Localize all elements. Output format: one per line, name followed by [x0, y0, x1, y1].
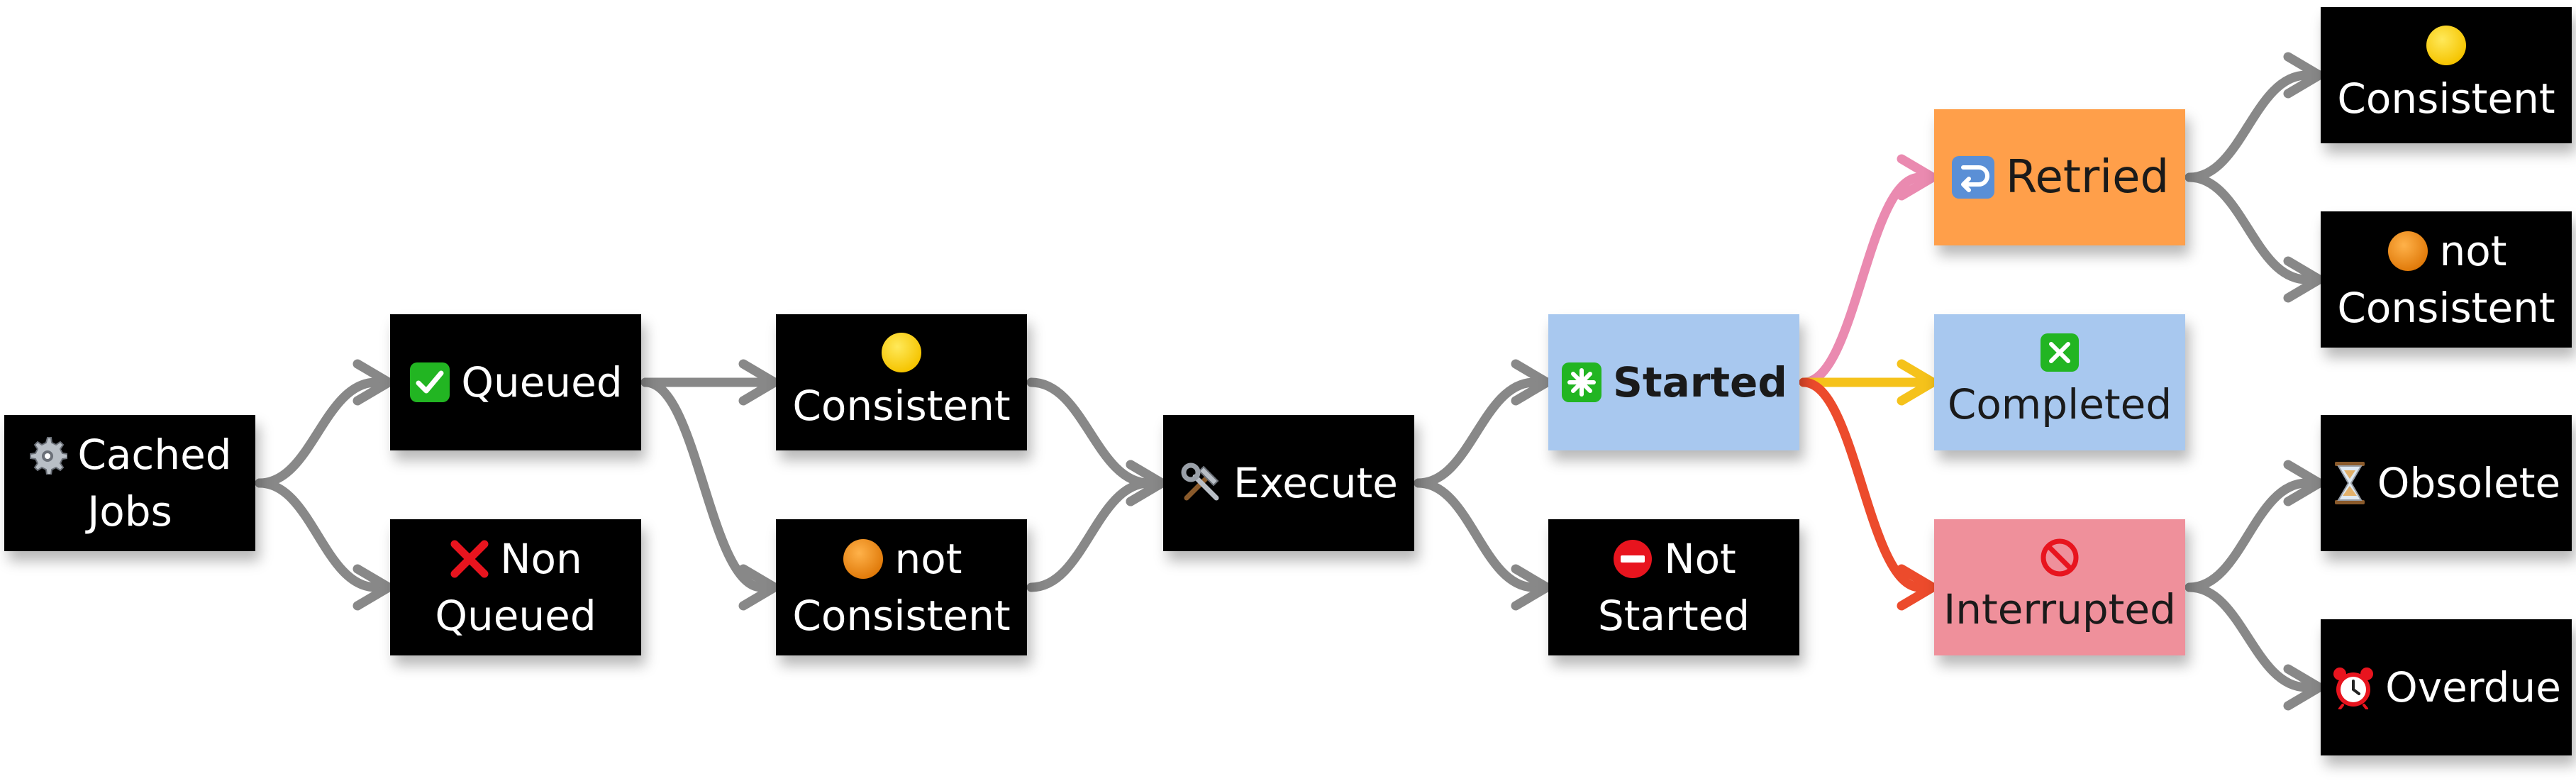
node-consistent-1: Consistent [776, 314, 1027, 450]
edge-arrowhead [738, 359, 779, 406]
edge-arrowhead [1897, 359, 1938, 406]
edge-cached-jobs-to-non-queued [255, 478, 381, 592]
no-entry-icon [1611, 538, 1654, 580]
node-interrupted-label: Interrupted [1943, 585, 2176, 633]
node-completed: Completed [1934, 314, 2185, 450]
edge-cached-jobs-to-queued [255, 377, 381, 488]
orange-circle-icon [2386, 229, 2430, 273]
prohibited-icon [2039, 537, 2080, 578]
edge-arrowhead [1897, 564, 1938, 611]
red-x-icon [449, 538, 490, 580]
edge-arrowhead [2283, 460, 2324, 506]
node-not-consistent-1: not Consistent [776, 519, 1027, 655]
node-interrupted: Interrupted [1934, 519, 2185, 655]
node-not-started-line-1: Not [1664, 534, 1736, 583]
node-overdue-label: Overdue [2385, 663, 2561, 711]
edge-execute-to-not-started [1414, 478, 1539, 592]
edge-arrowhead [2283, 52, 2324, 99]
node-execute-label: Execute [1233, 458, 1398, 507]
node-completed-label: Completed [1947, 380, 2172, 428]
alarm-clock-icon [2331, 665, 2375, 709]
node-not-consistent-2: not Consistent [2321, 211, 2572, 348]
node-consistent-2: Consistent [2321, 7, 2572, 143]
gear-icon [28, 435, 68, 475]
edge-not-consistent-1-to-execute [1026, 478, 1154, 592]
asterisk-box-icon [1560, 361, 1603, 404]
x-box-icon [2039, 332, 2080, 373]
node-not-consistent-1-line-2: Consistent [792, 592, 1011, 640]
yellow-circle-icon [879, 331, 923, 375]
edge-started-to-retried [1799, 172, 1925, 387]
node-cached-jobs: Cached Jobs [4, 415, 255, 551]
node-queued: Queued [390, 314, 641, 450]
hourglass-icon [2332, 460, 2367, 506]
node-retried: Retried [1934, 109, 2185, 245]
node-not-started: Not Started [1548, 519, 1799, 655]
return-arrow-icon [1950, 155, 1996, 200]
node-retried-label: Retried [2005, 150, 2170, 204]
edge-arrowhead [1511, 564, 1552, 611]
edge-arrowhead [2283, 664, 2324, 711]
node-started-label: Started [1613, 358, 1787, 406]
edge-interrupted-to-overdue [2184, 582, 2311, 692]
node-overdue: Overdue [2321, 619, 2572, 755]
edge-arrowhead [2283, 256, 2324, 303]
edge-consistent-1-to-execute [1026, 377, 1154, 488]
node-non-queued-line-2: Queued [435, 592, 596, 640]
edge-started-to-interrupted [1799, 377, 1925, 592]
node-started: Started [1548, 314, 1799, 450]
edge-retried-to-consistent-2 [2184, 70, 2311, 182]
check-box-icon [409, 361, 451, 404]
edge-execute-to-started [1414, 377, 1539, 488]
tools-icon [1179, 461, 1223, 505]
node-obsolete: Obsolete [2321, 415, 2572, 551]
node-not-consistent-2-line-1: not [2439, 226, 2507, 275]
node-not-consistent-2-line-2: Consistent [2337, 284, 2555, 332]
node-execute: Execute [1163, 415, 1414, 551]
node-obsolete-label: Obsolete [2377, 458, 2561, 507]
edge-retried-to-not-consistent-2 [2184, 172, 2311, 284]
node-cached-jobs-line-1: Cached [77, 430, 232, 479]
node-queued-label: Queued [461, 358, 623, 406]
node-not-started-line-2: Started [1597, 592, 1750, 640]
edge-arrowhead [1897, 154, 1938, 201]
edge-arrowhead [1126, 460, 1167, 506]
edge-arrowhead [1511, 359, 1552, 406]
node-cached-jobs-line-2: Jobs [87, 487, 172, 536]
node-non-queued-line-1: Non [500, 534, 582, 583]
node-not-consistent-1-line-1: not [894, 534, 962, 583]
edge-queued-to-not-consistent-1 [640, 377, 767, 592]
edge-arrowhead [738, 564, 779, 611]
edge-interrupted-to-obsolete [2184, 478, 2311, 592]
node-non-queued: Non Queued [390, 519, 641, 655]
orange-circle-icon [841, 537, 885, 581]
edge-arrowhead [352, 359, 394, 406]
node-consistent-2-label: Consistent [2337, 74, 2555, 123]
edge-arrowhead [352, 564, 394, 611]
node-consistent-1-label: Consistent [792, 381, 1011, 430]
yellow-circle-icon [2424, 23, 2468, 67]
